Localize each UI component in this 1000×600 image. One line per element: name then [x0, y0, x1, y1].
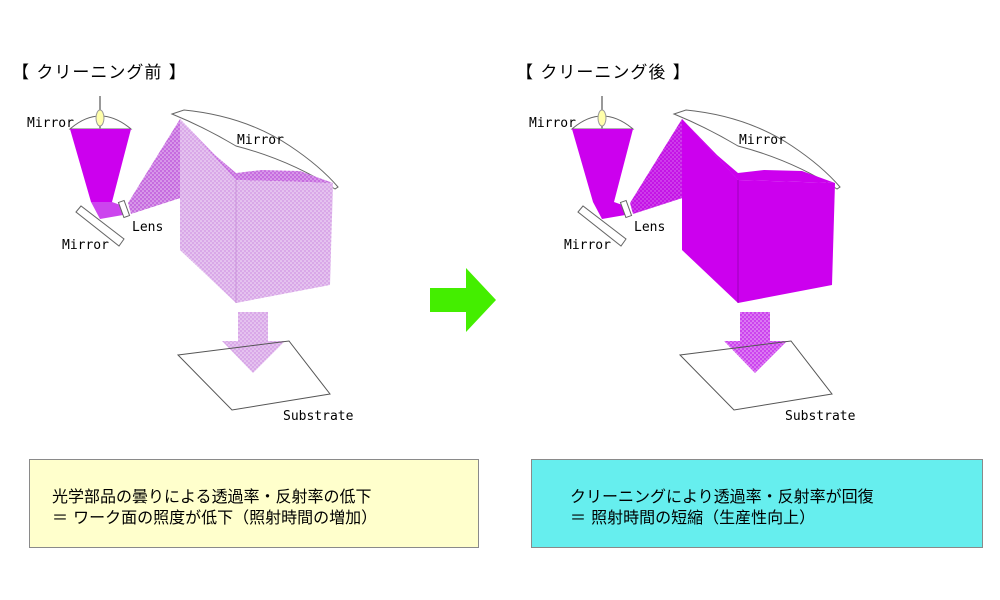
after-label-lens: Lens — [634, 220, 665, 235]
after-lamp-icon — [597, 96, 607, 132]
before-down-arrow — [222, 312, 285, 373]
after-substrate — [678, 340, 833, 411]
right-arrow-icon — [430, 268, 496, 332]
after-label-mirror-bottom: Mirror — [564, 238, 611, 253]
before-beam-cube-left — [180, 119, 236, 303]
after-label-substrate: Substrate — [785, 409, 856, 424]
before-label-mirror-reflector: Mirror — [237, 133, 284, 148]
after-heading: 【 クリーニング後 】 — [516, 63, 691, 83]
after-beam-cube-front — [738, 180, 835, 303]
after-caption-box: クリーニングにより透過率・反射率が回復 ＝ 照射時間の短縮（生産性向上） — [531, 459, 983, 548]
before-heading: 【 クリーニング前 】 — [12, 63, 187, 83]
before-label-substrate: Substrate — [283, 409, 354, 424]
before-lens — [117, 199, 131, 219]
before-label-lens: Lens — [132, 220, 163, 235]
before-label-mirror-top: Mirror — [27, 116, 74, 131]
before-substrate — [176, 340, 331, 411]
after-bottom-mirror — [577, 205, 627, 247]
before-bottom-mirror — [75, 205, 125, 247]
before-caption-box: 光学部品の曇りによる透過率・反射率の低下 ＝ ワーク面の照度が低下（照射時間の増… — [29, 459, 479, 548]
after-diagram: Mirror Mirror Mirror Lens Substrate — [529, 96, 856, 424]
before-diagram: Mirror Mirror Mirror Lens Substrate — [27, 96, 354, 424]
before-beam-vertical — [70, 129, 131, 202]
after-label-mirror-reflector: Mirror — [739, 133, 786, 148]
before-caption-line-2: ＝ ワーク面の照度が低下（照射時間の増加） — [52, 508, 378, 527]
after-beam-cube-left — [682, 119, 738, 303]
after-label-mirror-top: Mirror — [529, 116, 576, 131]
before-caption-line-1: 光学部品の曇りによる透過率・反射率の低下 — [52, 487, 372, 506]
after-beam-vertical — [572, 129, 633, 202]
before-lamp-icon — [95, 96, 105, 132]
after-caption-line-2: ＝ 照射時間の短縮（生産性向上） — [570, 508, 816, 527]
before-beam-cube-top — [180, 119, 333, 183]
after-lens — [619, 199, 633, 219]
after-caption-line-1: クリーニングにより透過率・反射率が回復 — [570, 487, 874, 506]
after-large-mirror — [672, 109, 841, 190]
before-label-mirror-bottom: Mirror — [62, 238, 109, 253]
before-beam-cube-front — [236, 180, 333, 303]
before-large-mirror — [170, 109, 339, 190]
after-down-arrow — [724, 312, 787, 373]
after-beam-cube-top — [682, 119, 835, 183]
